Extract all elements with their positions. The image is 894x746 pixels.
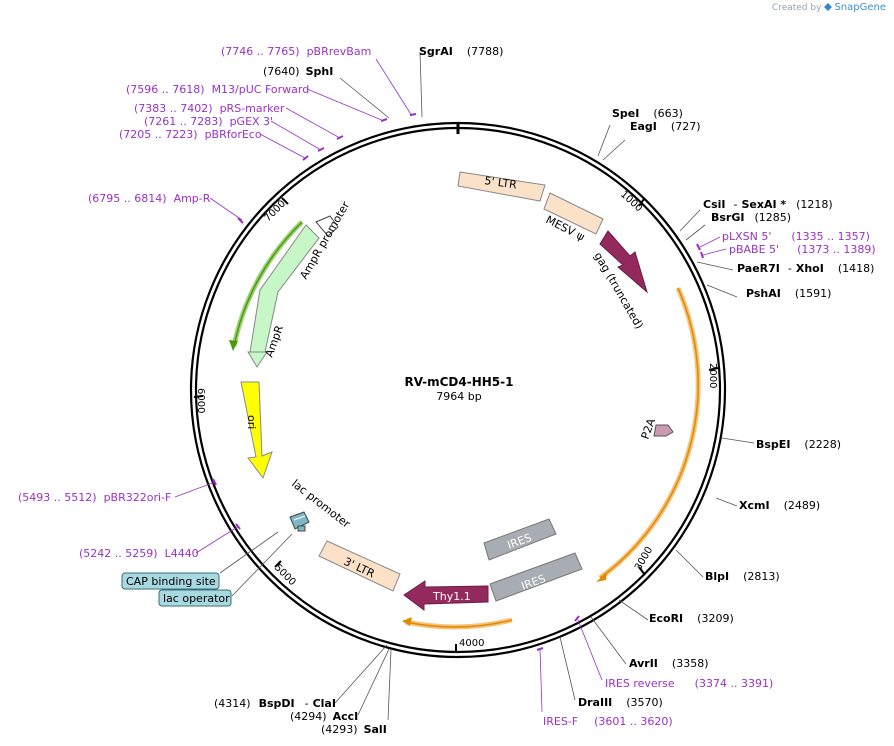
enzyme-blpi[interactable]: BlpI(2813)	[705, 570, 780, 583]
snapgene-branding: Created by SnapGene	[772, 2, 886, 13]
enzyme-bspdi[interactable]: (4314)BspDI-ClaI	[214, 697, 336, 710]
tick-label-7000: 7000	[262, 198, 288, 224]
enzyme-sphi[interactable]: (7640)SphI	[263, 65, 333, 78]
feature-ori[interactable]: ori	[240, 381, 273, 480]
enzyme-eagi[interactable]: EagI(727)	[630, 120, 701, 133]
cap-binding-site-label: CAP binding site	[126, 575, 216, 588]
lac-operator-label: lac operator	[163, 592, 230, 605]
enzyme-leader-lines	[219, 51, 755, 721]
primer-markers	[212, 113, 704, 651]
enzyme-sali[interactable]: (4293)SalI	[321, 723, 387, 736]
primer-prsmarker[interactable]: (7383 .. 7402)pRS-marker	[134, 102, 285, 115]
primer-iresf[interactable]: IRES-F(3601 .. 3620)	[543, 715, 673, 728]
feature-ires-2[interactable]: IRES	[489, 552, 583, 602]
plasmid-length: 7964 bp	[436, 390, 481, 403]
feature-thy11-label: Thy1.1	[432, 590, 471, 603]
enzyme-sgrai[interactable]: SgrAI(7788)	[419, 45, 503, 58]
feature-ires-1[interactable]: IRES	[483, 518, 557, 561]
enzyme-avrii[interactable]: AvrII(3358)	[629, 657, 708, 670]
enzyme-pshai[interactable]: PshAI(1591)	[746, 287, 831, 300]
feature-mesv[interactable]: MESV ψ	[543, 192, 604, 244]
feature-thy11[interactable]: Thy1.1	[403, 580, 489, 611]
feature-gag[interactable]: gag (truncated)	[591, 230, 648, 331]
feature-p2a-label: P2A	[639, 416, 659, 441]
plasmid-name: RV-mCD4-HH5-1	[404, 375, 513, 389]
created-by-text: Created by	[771, 3, 822, 13]
tick-label-2000: 2000	[707, 363, 718, 388]
cap-binding-site-box[interactable]: CAP binding site	[121, 572, 220, 590]
primer-pbr322ori[interactable]: (5493 .. 5512)pBR322ori-F	[18, 491, 171, 504]
primer-pgex3[interactable]: (7261 .. 7283)pGEX 3'	[144, 115, 273, 128]
feature-5ltr-label: 5' LTR	[484, 174, 518, 191]
enzyme-draiii[interactable]: DraIII(3570)	[578, 696, 663, 709]
feature-ori-label: ori	[245, 415, 258, 429]
tick-label-4000: 4000	[459, 638, 484, 649]
enzyme-csii[interactable]: CsiI-SexAI *(1218)	[703, 198, 833, 211]
lac-operator-box[interactable]: lac operator	[158, 589, 232, 607]
primer-plxsn5[interactable]: pLXSN 5'(1335 .. 1357)	[722, 230, 870, 243]
primer-pbrrevbam[interactable]: (7746 .. 7765)pBRrevBam	[221, 45, 371, 58]
primer-pbabe5[interactable]: pBABE 5'(1373 .. 1389)	[729, 243, 876, 256]
feature-ampr[interactable]: AmpR	[247, 224, 320, 368]
orf-arrow-right-head	[596, 572, 607, 582]
primer-ampr[interactable]: (6795 .. 6814)Amp-R	[88, 192, 211, 205]
feature-5ltr[interactable]: 5' LTR	[457, 171, 546, 202]
enzyme-acci[interactable]: (4294)AccI	[290, 710, 358, 723]
enzyme-bspei[interactable]: BspEI(2228)	[756, 438, 841, 451]
enzyme-bsrgi[interactable]: BsrGI(1285)	[711, 211, 791, 224]
feature-3ltr[interactable]: 3' LTR	[318, 540, 401, 592]
primer-m13puc[interactable]: (7596 .. 7618)M13/pUC Forward	[126, 83, 309, 96]
primer-l4440[interactable]: (5242 .. 5259)L4440	[79, 547, 199, 560]
feature-p2a[interactable]: P2A	[639, 416, 674, 441]
enzyme-paer7i[interactable]: PaeR7I-XhoI(1418)	[737, 262, 874, 275]
primer-pbrforeco[interactable]: (7205 .. 7223)pBRforEco	[119, 128, 262, 141]
enzyme-xcmi[interactable]: XcmI(2489)	[739, 499, 820, 512]
enzyme-spei[interactable]: SpeI(663)	[612, 107, 683, 120]
primer-leader-lines	[174, 58, 727, 713]
tick-label-6000: 6000	[195, 388, 206, 413]
enzyme-ecori[interactable]: EcoRI(3209)	[649, 612, 734, 625]
feature-lac-operator-box[interactable]	[289, 511, 310, 532]
primer-iresrev[interactable]: IRES reverse(3374 .. 3391)	[605, 677, 773, 690]
snapgene-name: SnapGene	[834, 2, 886, 13]
tick-marks	[193, 197, 719, 653]
tick-label-3000: 3000	[633, 545, 655, 573]
